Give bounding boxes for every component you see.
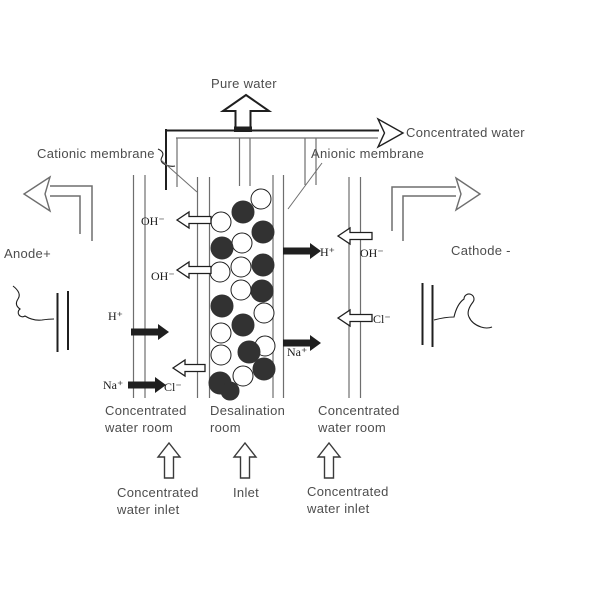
resin-bead bbox=[230, 256, 252, 278]
resin-bead bbox=[231, 200, 255, 224]
left-elbow-outer bbox=[50, 185, 93, 241]
h-right-arrow-icon bbox=[283, 243, 321, 259]
resin-bead-pack bbox=[208, 188, 276, 401]
right-room-label-line2: water room bbox=[317, 420, 386, 435]
pure-water-arrow-icon bbox=[219, 93, 273, 131]
cathode-label: Cathode - bbox=[451, 243, 511, 258]
right-elbow-arrowhead-icon bbox=[454, 176, 482, 212]
oh-right-label: OH⁻ bbox=[360, 246, 384, 260]
resin-bead bbox=[250, 188, 272, 210]
resin-bead bbox=[210, 322, 232, 344]
right-elbow-outer bbox=[391, 186, 456, 231]
inlet-arrows bbox=[156, 441, 342, 479]
pipe-break-squiggle bbox=[157, 148, 176, 167]
inlet-label: Inlet bbox=[233, 485, 259, 500]
resin-bead bbox=[231, 232, 253, 254]
oh-right-arrow-icon bbox=[336, 226, 373, 246]
cathode-electrode bbox=[421, 283, 493, 347]
resin-bead bbox=[210, 236, 234, 260]
pure-water-arrow-base bbox=[234, 126, 252, 132]
left-room-label-line1: Concentrated bbox=[105, 403, 187, 418]
right-elbow-arrow bbox=[391, 176, 482, 241]
left-room-label: Concentrated water room bbox=[104, 403, 187, 435]
left-inlet-label-line1: Concentrated bbox=[117, 485, 199, 500]
resin-bead bbox=[237, 340, 261, 364]
cathode-wire bbox=[433, 293, 493, 329]
resin-bead bbox=[210, 294, 234, 318]
cl-right-arrow-icon bbox=[336, 308, 373, 328]
anode-wire bbox=[12, 285, 55, 321]
concentrated-water-label: Concentrated water bbox=[406, 125, 525, 140]
resin-bead bbox=[251, 253, 275, 277]
anode-label: Anode+ bbox=[4, 246, 51, 261]
resin-bead bbox=[209, 261, 231, 283]
resin-bead bbox=[220, 381, 240, 401]
cationic-membrane-leader bbox=[160, 159, 198, 193]
right-inlet-label-line1: Concentrated bbox=[307, 484, 389, 499]
h-right-label: H⁺ bbox=[320, 245, 335, 259]
na-right-arrow-icon bbox=[283, 335, 321, 351]
desal-room-label-line2: room bbox=[210, 420, 241, 435]
top-pipe bbox=[157, 117, 405, 190]
cl-left-label: Cl⁻ bbox=[164, 380, 182, 394]
anionic-membrane-leader bbox=[287, 162, 323, 210]
resin-bead bbox=[253, 302, 275, 324]
pure-water-label: Pure water bbox=[211, 76, 277, 91]
resin-bead bbox=[210, 344, 232, 366]
right-inlet-label: Concentrated water inlet bbox=[306, 484, 389, 516]
h-left-arrow-icon bbox=[131, 324, 169, 340]
resin-bead bbox=[252, 357, 276, 381]
na-right-label: Na⁺ bbox=[287, 345, 307, 359]
pure-water-outlet bbox=[219, 93, 273, 132]
resin-bead bbox=[250, 279, 274, 303]
anionic-membrane-label: Anionic membrane bbox=[311, 146, 424, 161]
desal-room-label-line1: Desalination bbox=[210, 403, 285, 418]
desalination-room-label: Desalination room bbox=[210, 403, 285, 435]
right-room-label-line1: Concentrated bbox=[318, 403, 400, 418]
na-left-arrow-icon bbox=[128, 377, 166, 393]
stack-walls bbox=[132, 175, 362, 398]
resin-bead bbox=[232, 365, 254, 387]
left-elbow-arrowhead-icon bbox=[22, 175, 52, 213]
cl-left-arrow-icon bbox=[171, 358, 206, 378]
right-inlet-arrow-icon bbox=[316, 441, 342, 479]
oh-left-bottom-arrow-icon bbox=[175, 260, 212, 280]
left-inlet-label: Concentrated water inlet bbox=[116, 485, 199, 517]
resin-bead bbox=[231, 313, 255, 337]
cation-arrows bbox=[128, 243, 321, 393]
right-room-label: Concentrated water room bbox=[317, 403, 400, 435]
left-inlet-arrow-icon bbox=[156, 441, 182, 479]
concentrated-water-arrow-icon bbox=[376, 117, 405, 149]
oh-left-bottom-label: OH⁻ bbox=[151, 269, 175, 283]
na-left-label: Na⁺ bbox=[103, 378, 123, 392]
resin-bead bbox=[251, 220, 275, 244]
left-room-label-line2: water room bbox=[104, 420, 173, 435]
resin-bead bbox=[230, 279, 252, 301]
anion-arrows bbox=[171, 210, 373, 378]
right-elbow-inner bbox=[402, 195, 456, 241]
oh-left-top-label: OH⁻ bbox=[141, 214, 165, 228]
cl-right-label: Cl⁻ bbox=[373, 312, 391, 326]
cationic-membrane-label: Cationic membrane bbox=[37, 146, 155, 161]
left-elbow-arrow bbox=[22, 175, 93, 241]
right-inlet-label-line2: water inlet bbox=[306, 501, 370, 516]
h-left-label: H⁺ bbox=[108, 309, 123, 323]
left-elbow-inner bbox=[50, 195, 81, 234]
anode-electrode bbox=[12, 285, 69, 352]
center-inlet-arrow-icon bbox=[232, 441, 258, 479]
resin-bead bbox=[210, 211, 232, 233]
left-inlet-label-line2: water inlet bbox=[116, 502, 180, 517]
oh-left-top-arrow-icon bbox=[175, 210, 212, 230]
